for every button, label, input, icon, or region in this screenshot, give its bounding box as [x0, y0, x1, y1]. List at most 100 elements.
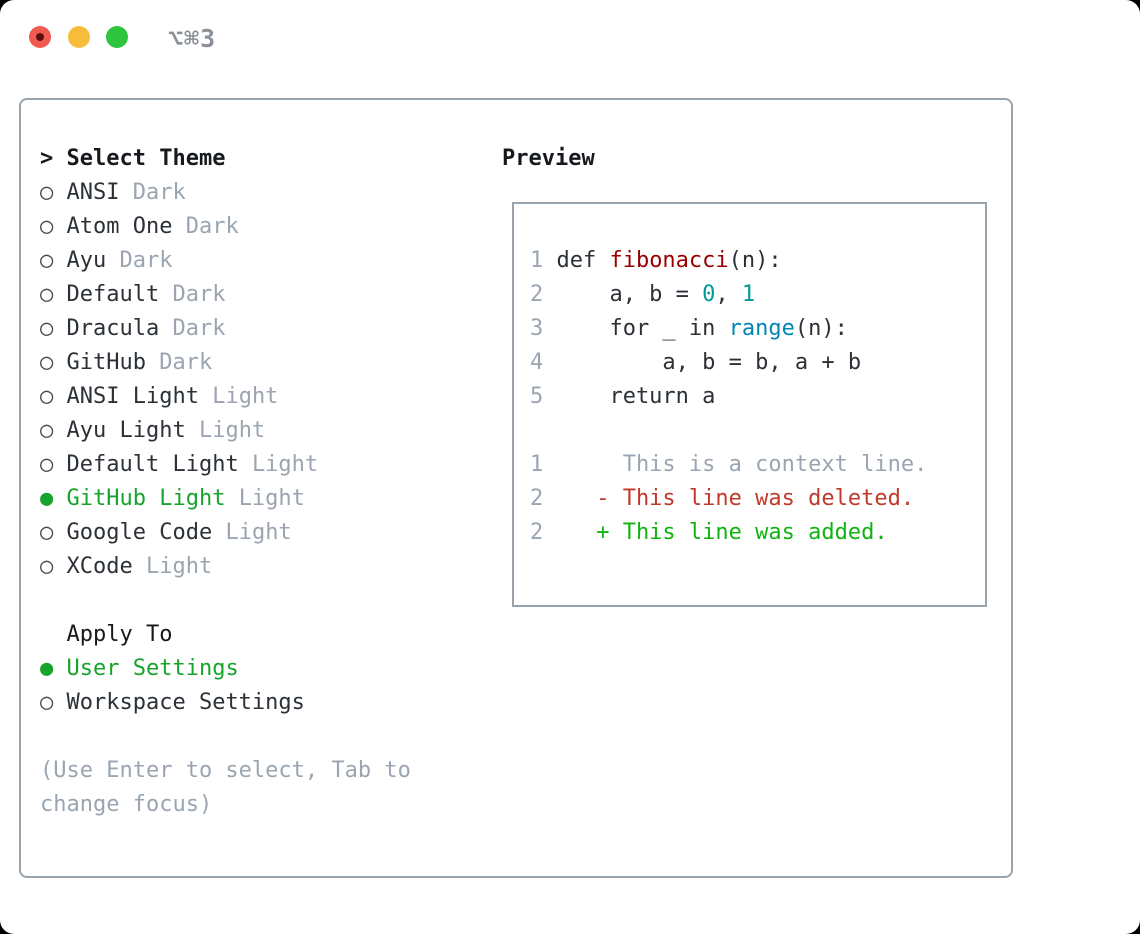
theme-option[interactable]: ○ Google Code Light [40, 516, 411, 550]
close-button-icon[interactable] [29, 26, 51, 48]
help-text-line: change focus) [40, 788, 411, 822]
help-text: change focus) [40, 792, 213, 817]
theme-name: GitHub [66, 350, 160, 375]
code-segment: return a [556, 384, 716, 409]
code-segment: 1 [741, 282, 756, 307]
spacer [556, 418, 569, 443]
code-line: 1 This is a context line. [530, 448, 927, 482]
radio-off-icon: ○ [40, 554, 67, 579]
spacer [40, 724, 53, 749]
code-segment: a, b = b, a + b [556, 350, 862, 375]
code-line: 4 a, b = b, a + b [530, 346, 927, 380]
apply-to-option[interactable]: ● User Settings [40, 652, 411, 686]
radio-off-icon: ○ [40, 520, 67, 545]
theme-picker-panel: > Select Theme○ ANSI Dark○ Atom One Dark… [19, 98, 1013, 878]
theme-variant-tag: Dark [132, 180, 186, 205]
theme-name: Ayu [66, 248, 120, 273]
select-theme-label: Select Theme [66, 146, 226, 171]
code-segment: 0 [702, 282, 716, 307]
theme-name: Default Light [66, 452, 252, 477]
window-title: ⌥⌘3 [168, 24, 217, 53]
code-segment: range [728, 316, 795, 341]
theme-option[interactable]: ○ Default Dark [40, 278, 411, 312]
code-line: 2 a, b = 0, 1 [530, 278, 927, 312]
radio-off-icon: ○ [40, 452, 67, 477]
radio-off-icon: ○ [40, 180, 67, 205]
theme-option[interactable]: ● GitHub Light Light [40, 482, 411, 516]
code-segment: (n): [794, 316, 848, 341]
apply-to-header: Apply To [40, 618, 411, 652]
select-theme-header: > Select Theme [40, 142, 411, 176]
code-line: 3 for _ in range(n): [530, 312, 927, 346]
theme-option[interactable]: ○ Default Light Light [40, 448, 411, 482]
theme-variant-tag: Dark [172, 316, 226, 341]
theme-option[interactable]: ○ ANSI Light Light [40, 380, 411, 414]
theme-variant-tag: Light [145, 554, 213, 579]
theme-variant-tag: Light [212, 384, 279, 409]
zoom-button-icon[interactable] [106, 26, 128, 48]
radio-off-icon: ○ [40, 384, 67, 409]
radio-on-icon: ● [40, 486, 67, 511]
line-number: 5 [530, 384, 544, 409]
radio-off-icon: ○ [40, 418, 67, 443]
theme-list-column: > Select Theme○ ANSI Dark○ Atom One Dark… [40, 142, 411, 822]
code-segment: + This line was added. [556, 520, 888, 545]
theme-option[interactable]: ○ GitHub Dark [40, 346, 411, 380]
theme-variant-tag: Dark [119, 248, 173, 273]
code-line: 5 return a [530, 380, 927, 414]
theme-option[interactable]: ○ XCode Light [40, 550, 411, 584]
radio-on-icon: ● [40, 656, 67, 681]
theme-option[interactable]: ○ Atom One Dark [40, 210, 411, 244]
theme-name: GitHub Light [66, 486, 239, 511]
theme-variant-tag: Light [225, 520, 292, 545]
theme-name: XCode [66, 554, 146, 579]
apply-option-name: User Settings [66, 656, 239, 681]
code-line [530, 414, 927, 448]
line-number: 2 [530, 520, 544, 545]
line-number: 2 [530, 486, 544, 511]
code-segment: (n): [728, 248, 782, 273]
radio-off-icon: ○ [40, 214, 67, 239]
radio-off-icon: ○ [40, 350, 67, 375]
code-line: 2 + This line was added. [530, 516, 927, 550]
theme-name: Atom One [66, 214, 186, 239]
theme-option[interactable]: ○ Ayu Light Light [40, 414, 411, 448]
theme-option[interactable]: ○ Dracula Dark [40, 312, 411, 346]
theme-variant-tag: Light [198, 418, 266, 443]
radio-off-icon: ○ [40, 316, 67, 341]
theme-variant-tag: Dark [159, 350, 213, 375]
code-segment: - This line was deleted. [556, 486, 915, 511]
code-segment: , [715, 282, 742, 307]
line-number: 2 [530, 282, 544, 307]
preview-heading: Preview [502, 146, 595, 171]
help-text: (Use Enter to select, Tab to [40, 758, 411, 783]
apply-to-option[interactable]: ○ Workspace Settings [40, 686, 411, 720]
apply-to-label: Apply To [40, 622, 173, 647]
theme-name: Ayu Light [66, 418, 199, 443]
line-number: 4 [530, 350, 544, 375]
code-segment: a, b = [556, 282, 703, 307]
theme-option[interactable]: ○ Ayu Dark [40, 244, 411, 278]
focus-prompt-icon: > [40, 146, 67, 171]
theme-variant-tag: Dark [185, 214, 239, 239]
radio-off-icon: ○ [40, 690, 67, 715]
theme-variant-tag: Light [238, 486, 305, 511]
theme-option[interactable]: ○ ANSI Dark [40, 176, 411, 210]
code-segment: for _ in [556, 316, 729, 341]
code-segment: fibonacci [609, 248, 729, 273]
line-number: 3 [530, 316, 544, 341]
apply-option-name: Workspace Settings [66, 690, 305, 715]
line-number: 1 [530, 248, 544, 273]
line-number: 1 [530, 452, 544, 477]
theme-name: ANSI [66, 180, 133, 205]
theme-name: Dracula [66, 316, 173, 341]
code-line: 2 - This line was deleted. [530, 482, 927, 516]
spacer [40, 588, 53, 613]
minimize-button-icon[interactable] [68, 26, 90, 48]
spacer-row [40, 584, 411, 618]
theme-name: ANSI Light [66, 384, 213, 409]
